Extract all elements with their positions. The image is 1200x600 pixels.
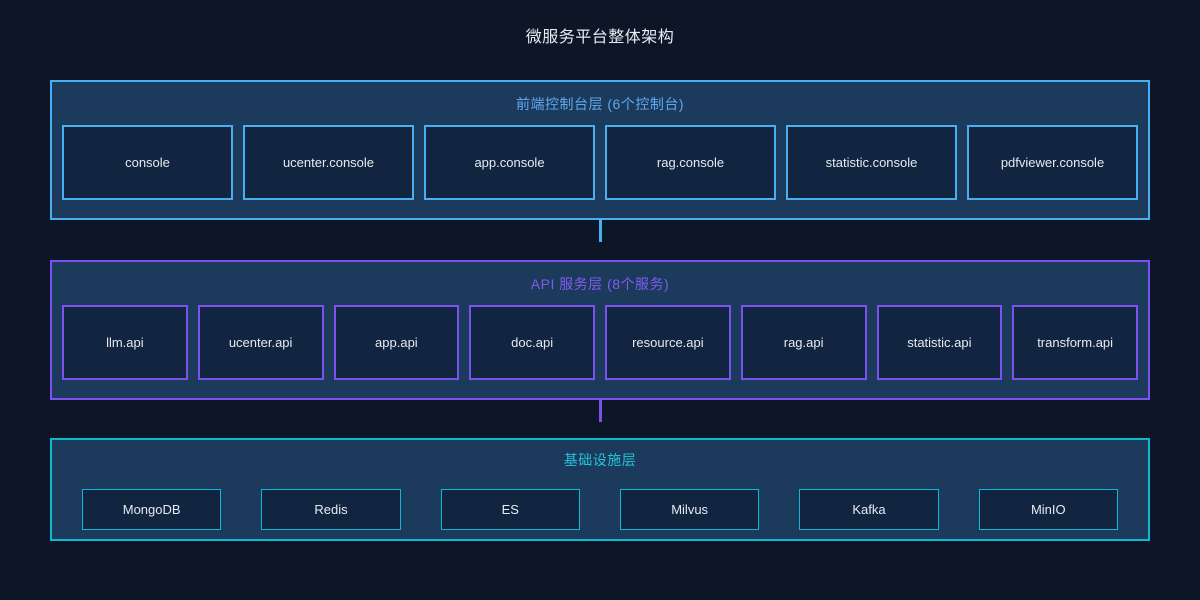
node-pdfviewer-console: pdfviewer.console — [967, 125, 1138, 200]
node-minio: MinIO — [978, 489, 1118, 530]
node-statistic-api: statistic.api — [876, 305, 1003, 380]
node-console: console — [62, 125, 233, 200]
node-statistic-console: statistic.console — [786, 125, 957, 200]
connector-frontend-to-api — [599, 220, 602, 242]
layer-panel-infrastructure: 基础设施层 MongoDB Redis ES Milvus Kafka MinIO — [50, 438, 1150, 541]
node-doc-api: doc.api — [469, 305, 595, 380]
node-milvus: Milvus — [619, 489, 760, 530]
node-mongodb: MongoDB — [82, 489, 222, 530]
layer-header-api: API 服务层 (8个服务) — [530, 276, 670, 292]
layer-header-frontend: 前端控制台层 (6个控制台) — [516, 96, 684, 112]
node-rag-console: rag.console — [605, 125, 776, 200]
node-redis: Redis — [261, 489, 401, 530]
node-ucenter-console: ucenter.console — [243, 125, 414, 200]
node-app-console: app.console — [424, 125, 595, 200]
node-resource-api: resource.api — [605, 305, 731, 380]
layer-header-infrastructure: 基础设施层 — [563, 452, 637, 468]
node-ucenter-api: ucenter.api — [197, 305, 324, 380]
node-llm-api: llm.api — [62, 305, 188, 380]
node-rag-api: rag.api — [740, 305, 867, 380]
node-transform-api: transform.api — [1012, 305, 1138, 380]
node-app-api: app.api — [333, 305, 460, 380]
page-title: 微服务平台整体架构 — [525, 29, 675, 46]
node-kafka: Kafka — [799, 489, 939, 530]
infra-boxes-row: MongoDB Redis ES Milvus Kafka MinIO — [52, 489, 1148, 530]
node-es: ES — [440, 489, 580, 530]
connector-api-to-infra — [599, 400, 602, 422]
